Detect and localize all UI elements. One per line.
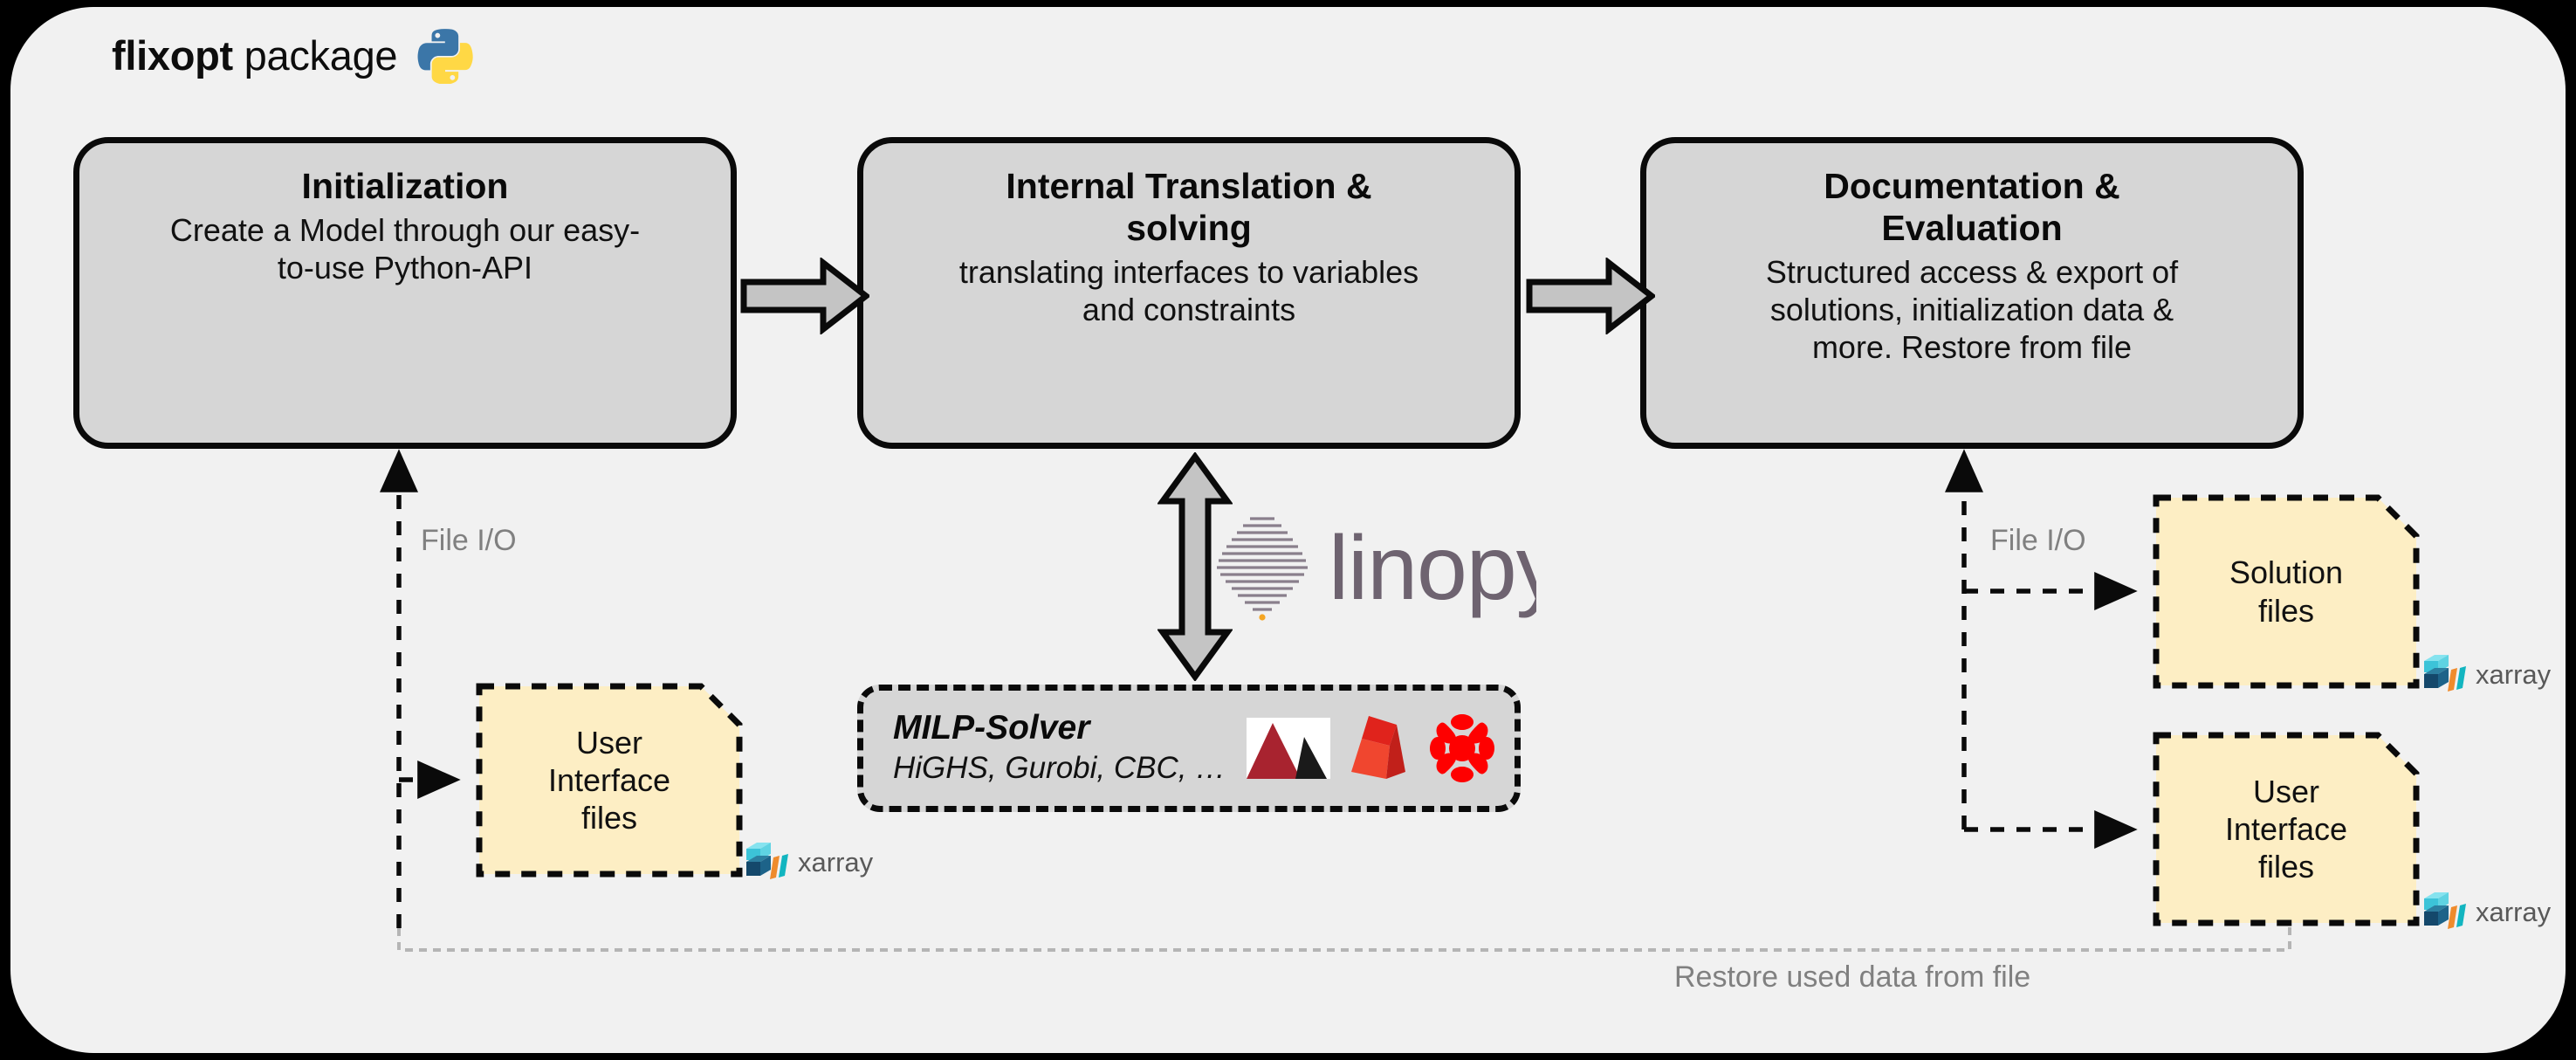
linopy-logo-icon: linopy <box>1213 506 1563 624</box>
page-header: flixopt package <box>112 26 474 84</box>
gurobi-logo-icon <box>1343 711 1414 786</box>
xarray-logo-icon <box>2422 891 2468 934</box>
page-title-light: package <box>232 31 398 79</box>
milp-solver-text: MILP-Solver HiGHS, Gurobi, CBC, … <box>893 710 1226 786</box>
milp-solver-box[interactable]: MILP-Solver HiGHS, Gurobi, CBC, … <box>857 685 1521 812</box>
xarray-badge-solution-files: xarray <box>2422 653 2551 697</box>
xarray-label: xarray <box>798 847 874 878</box>
xarray-label: xarray <box>2476 659 2552 690</box>
milp-solver-title: MILP-Solver <box>893 709 1090 747</box>
file-label-solution-files: Solution files <box>2229 554 2344 629</box>
stage-box-initialization[interactable]: Initialization Create a Model through ou… <box>73 137 737 449</box>
xarray-badge-user-interface-files-left: xarray <box>745 841 873 884</box>
page-title-bold: flixopt <box>112 31 233 79</box>
connector-label-restore-used-data: Restore used data from file <box>1674 960 2031 994</box>
stage-box-internal-translation-solving[interactable]: Internal Translation & solving translati… <box>857 137 1521 449</box>
file-label-user-interface-files-left: User Interface files <box>547 724 671 836</box>
stage-description-initialization: Create a Model through our easy- to-use … <box>169 211 641 286</box>
file-shape-user-interface-files-right[interactable]: User Interface files <box>2153 732 2420 926</box>
highs-logo-icon <box>1247 711 1331 786</box>
stage-box-documentation-evaluation[interactable]: Documentation & Evaluation Structured ac… <box>1640 137 2304 449</box>
arrow-updown-icon-translation-to-solver <box>1157 451 1233 682</box>
file-label-user-interface-files-right: User Interface files <box>2224 773 2348 885</box>
xarray-label: xarray <box>2476 897 2552 927</box>
stage-title-documentation-evaluation: Documentation & Evaluation <box>1824 166 2120 248</box>
python-logo-icon <box>416 26 474 84</box>
stage-description-internal-translation-solving: translating interfaces to variables and … <box>958 253 1419 328</box>
solver-logo-group <box>1247 711 1498 786</box>
xarray-logo-icon <box>2422 653 2468 697</box>
svg-text:linopy: linopy <box>1329 518 1536 619</box>
arrow-right-icon-init-to-translation <box>740 256 871 336</box>
arrow-right-icon-translation-to-documentation <box>1526 256 1657 336</box>
xarray-logo-icon <box>745 841 790 884</box>
page-title: flixopt package <box>112 31 398 79</box>
connector-label-file-io-left: File I/O <box>421 524 517 557</box>
file-shape-solution-files[interactable]: Solution files <box>2153 494 2420 689</box>
file-shape-user-interface-files-left[interactable]: User Interface files <box>476 683 743 878</box>
cbc-logo-icon <box>1426 711 1498 786</box>
connector-label-file-io-right: File I/O <box>1990 524 2086 557</box>
xarray-badge-user-interface-files-right: xarray <box>2422 891 2551 934</box>
stage-title-initialization: Initialization <box>301 166 509 206</box>
milp-solver-subtitle: HiGHS, Gurobi, CBC, … <box>893 751 1226 786</box>
stage-title-internal-translation-solving: Internal Translation & solving <box>1006 166 1372 248</box>
stage-description-documentation-evaluation: Structured access & export of solutions,… <box>1765 253 2179 366</box>
